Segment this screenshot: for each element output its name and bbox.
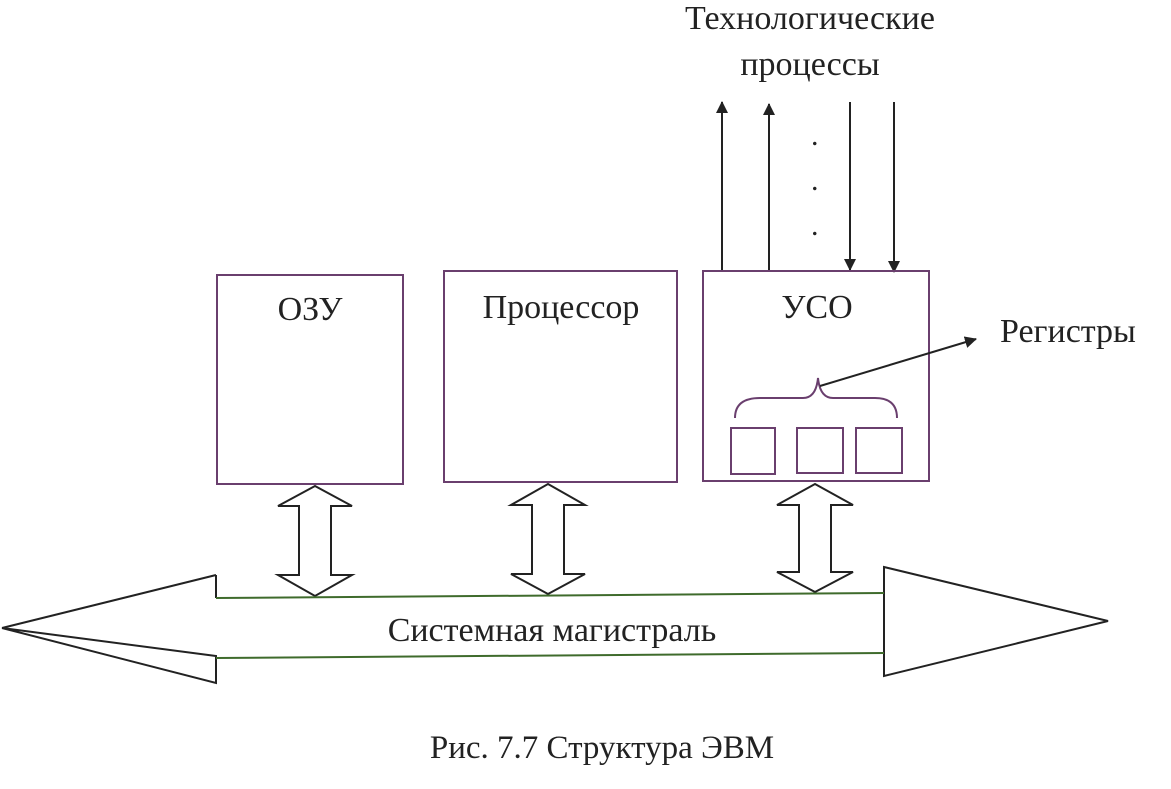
external-processes-label-line1: Технологические xyxy=(685,0,935,37)
uso-label: УСО xyxy=(781,289,852,326)
system-bus-top-line xyxy=(215,592,885,599)
external-processes-label-line2: процессы xyxy=(740,46,880,83)
ellipsis-dot-1: . xyxy=(811,119,819,152)
system-bus-left-head-edge xyxy=(1,574,217,629)
uso-bus-double-arrow xyxy=(776,482,854,594)
ozu-label: ОЗУ xyxy=(278,291,344,328)
ellipsis-dot-2: . xyxy=(811,164,819,197)
registers-label: Регистры xyxy=(1000,313,1136,350)
processor-bus-double-arrow xyxy=(507,482,589,596)
register-cell-2 xyxy=(796,427,844,474)
register-cell-3 xyxy=(855,427,903,474)
figure-caption: Рис. 7.7 Структура ЭВМ xyxy=(430,730,774,766)
ozu-bus-double-arrow xyxy=(274,484,356,598)
ellipsis-dot-3: . xyxy=(811,209,819,242)
system-bus-bottom-line xyxy=(215,652,885,659)
processor-label: Процессор xyxy=(483,289,640,326)
registers-brace xyxy=(734,377,898,419)
uso-box xyxy=(702,270,930,482)
register-cell-1 xyxy=(730,427,776,475)
system-bus-label: Системная магистраль xyxy=(388,612,717,649)
ozu-box xyxy=(216,274,404,485)
system-bus-right-head xyxy=(883,565,1109,678)
registers-pointer-arrow xyxy=(819,336,977,387)
processor-box xyxy=(443,270,678,483)
system-bus-left-head xyxy=(1,575,217,685)
